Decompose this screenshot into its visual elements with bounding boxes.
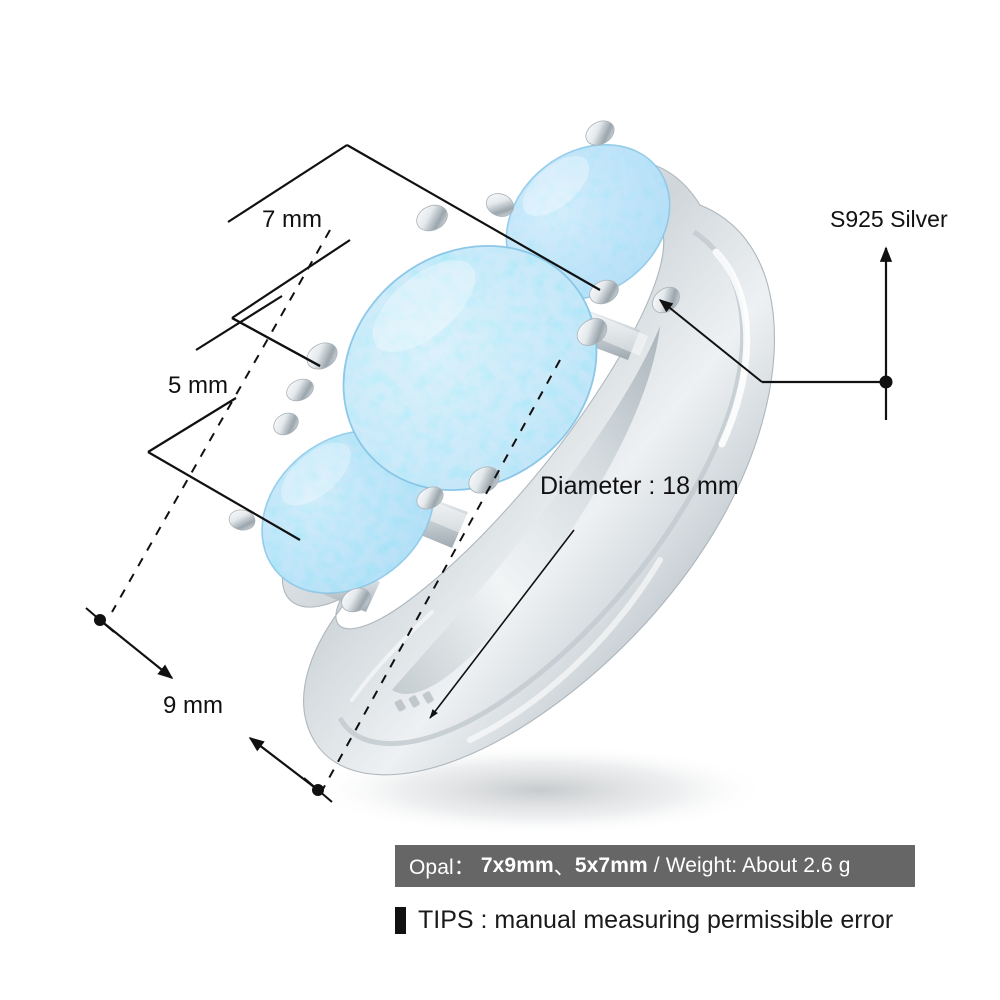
label-s925-silver: S925 Silver: [830, 206, 948, 232]
square-bullet-icon: [395, 906, 406, 934]
dim-node: [94, 614, 106, 626]
dimension-lines: [85, 144, 893, 803]
dim-s925-leader: [658, 246, 893, 420]
prongs: [228, 120, 680, 613]
spec-size-large: 7x9mm: [480, 854, 554, 877]
tips-text: TIPS : manual measuring permissible erro…: [418, 905, 894, 934]
prong: [416, 486, 444, 510]
tips-row: TIPS : manual measuring permissible erro…: [395, 900, 955, 940]
spec-divider: /: [653, 854, 660, 877]
spec-banner: Opal： 7x9mm 、 5x7mm / Weight: About 2.6 …: [395, 845, 915, 887]
dim-diameter-arrow: [429, 529, 575, 719]
label-9mm: 9 mm: [163, 692, 223, 719]
spec-prefix: Opal：: [409, 856, 475, 879]
prong: [273, 412, 299, 436]
prong: [585, 120, 615, 146]
prong: [306, 342, 338, 370]
prong: [485, 193, 515, 217]
label-5mm: 5 mm: [168, 372, 228, 399]
dim-5mm-bracket: [147, 295, 321, 541]
ring-band: [281, 159, 775, 776]
prong: [416, 204, 448, 232]
prong: [589, 279, 619, 305]
prong: [341, 587, 371, 613]
dim-node: [312, 784, 324, 796]
spec-size-small: 5x7mm: [574, 854, 648, 877]
prong: [576, 318, 608, 346]
spec-weight: Weight: About 2.6 g: [665, 854, 851, 877]
prong: [286, 378, 314, 402]
label-diameter: Diameter : 18 mm: [540, 472, 739, 500]
band-engraving: [394, 691, 434, 712]
dim-dashed-guides: [111, 229, 561, 799]
prong: [228, 509, 256, 531]
label-7mm: 7 mm: [262, 206, 322, 233]
spec-separator: 、: [553, 856, 575, 879]
dim-node: [879, 375, 893, 389]
